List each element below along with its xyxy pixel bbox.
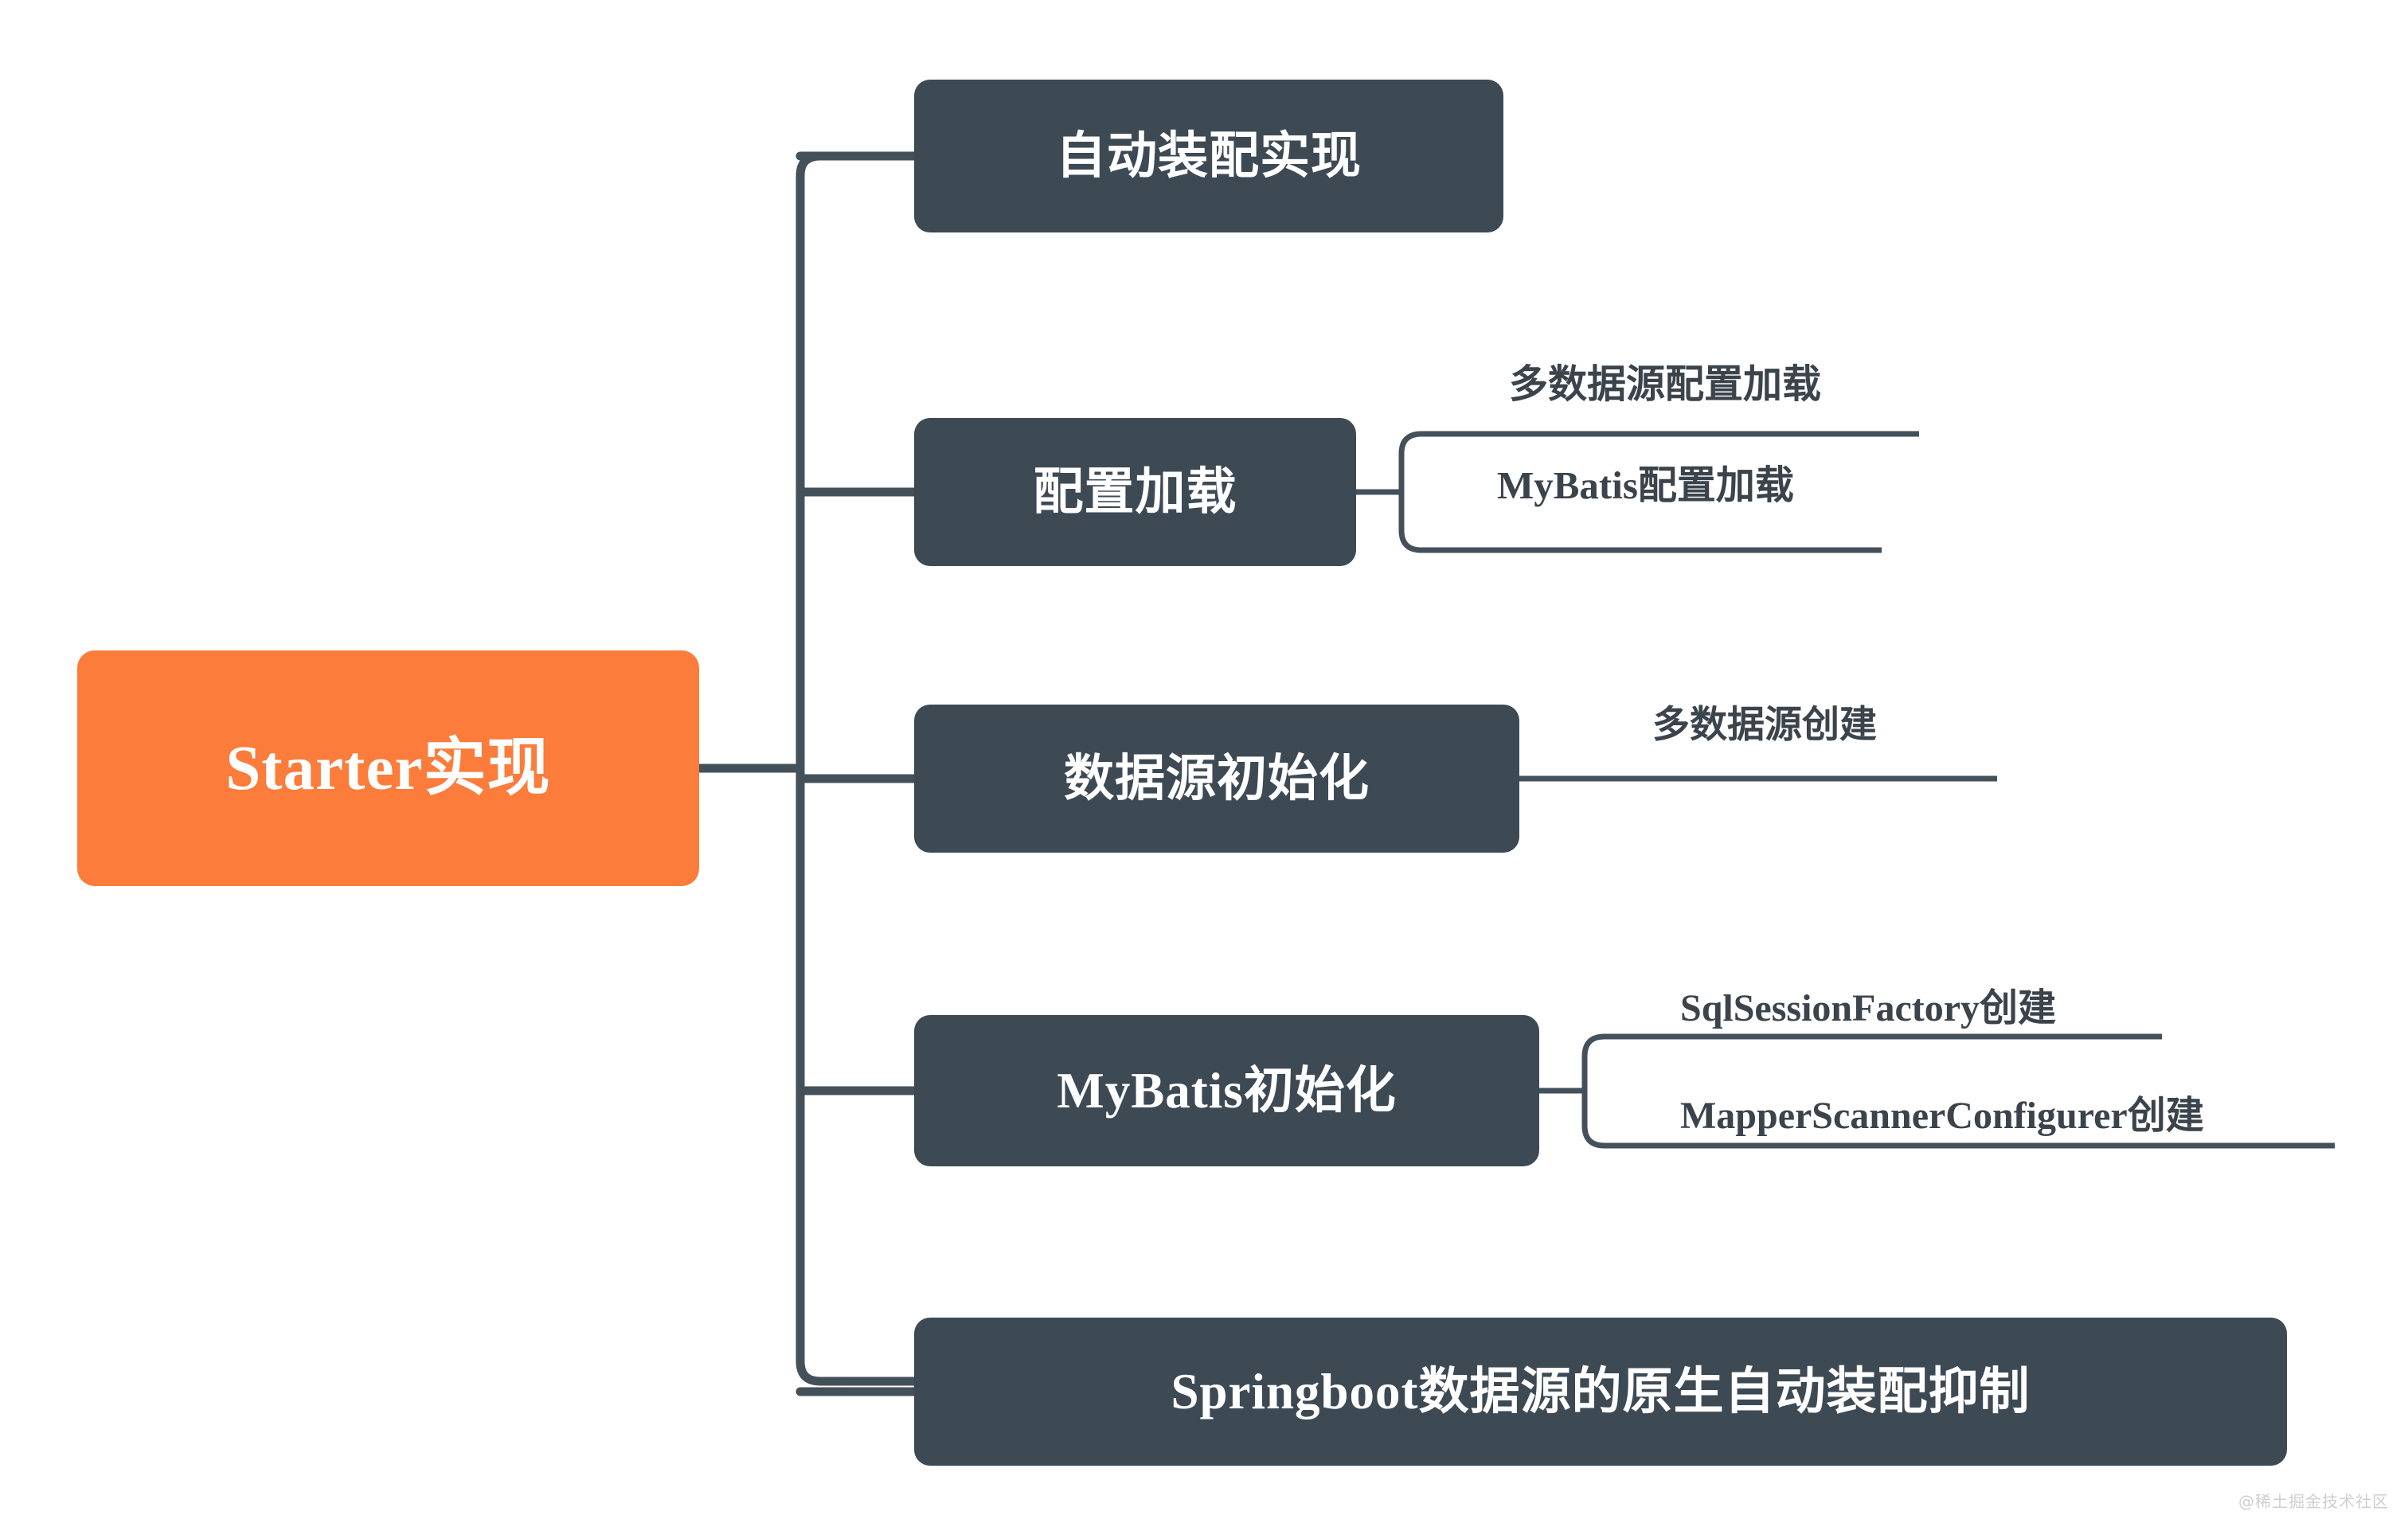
branch-node-datasource-init[interactable]: 数据源初始化	[914, 705, 1519, 853]
branch-node-label: 数据源初始化	[1064, 750, 1370, 806]
branch-node-label: MyBatis初始化	[1057, 1062, 1397, 1119]
branch-node-auto-configuration[interactable]: 自动装配实现	[914, 80, 1503, 232]
branch-node-label: 自动装配实现	[1056, 127, 1362, 184]
branch-node-springboot-suppression[interactable]: Springboot数据源的原生自动装配抑制	[914, 1318, 2287, 1466]
leaf-node-mapperscannerconfigurer-creation[interactable]: MapperScannerConfigurer创建	[1680, 1095, 2204, 1137]
subwire-bracket-4	[1581, 1033, 1624, 1149]
leaf-node-multi-datasource-creation[interactable]: 多数据源创建	[1652, 705, 1877, 746]
leaf-node-sqlsessionfactory-creation[interactable]: SqlSessionFactory创建	[1680, 987, 2057, 1029]
branch-node-mybatis-init[interactable]: MyBatis初始化	[914, 1015, 1539, 1166]
root-node[interactable]: Starter实现	[77, 650, 699, 886]
leaf-node-mybatis-config-loading[interactable]: MyBatis配置加载	[1497, 463, 1794, 507]
branch-node-label: 配置加载	[1033, 463, 1237, 520]
branch-node-label: Springboot数据源的原生自动装配抑制	[1171, 1363, 2031, 1420]
subwire-bracket-2	[1398, 431, 1441, 553]
watermark: @稀土掘金技术社区	[2238, 1492, 2389, 1511]
root-node-label: Starter实现	[225, 733, 551, 803]
trunk-spine	[796, 151, 857, 1386]
leaf-node-multi-datasource-config-loading[interactable]: 多数据源配置加载	[1509, 362, 1822, 406]
branch-node-config-loading[interactable]: 配置加载	[914, 418, 1356, 566]
